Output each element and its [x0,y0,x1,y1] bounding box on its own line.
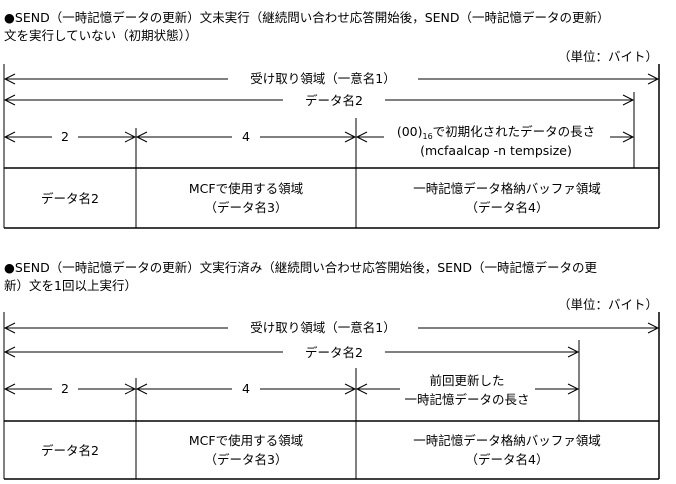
data2-arrow: データ名2 [3,93,635,108]
diagram-title-line2: 新）文を1回以上実行） [4,278,137,293]
diagram-initial-state: ●SEND（一時記憶データの更新）文未実行（継続問い合わせ応答開始後，SEND（… [3,10,660,229]
cell-data2: データ名2 [41,191,99,206]
previous-update-label: 前回更新した [429,373,504,388]
length-arrow-2: 2 [3,129,137,144]
length-arrow-4: 4 [135,381,357,396]
tempsize-option-label: (mcfaalcap -n tempsize) [420,143,572,158]
length-arrow-previous-update: 前回更新した 一時記憶データの長さ [355,373,580,407]
length-arrow-2: 2 [3,381,137,396]
cell-temp-buffer: 一時記憶データ格納バッファ領域 [413,181,601,196]
unit-label: （単位：バイト） [558,297,658,312]
cell-data4: （データ名4） [466,200,549,215]
initialized-data-length-label: (00)16で初期化されたデータの長さ [397,124,595,141]
receive-area-arrow: 受け取り領域（一意名1） [3,71,660,86]
length-2-label: 2 [61,129,69,144]
length-2-label: 2 [61,381,69,396]
length-4-label: 4 [242,129,250,144]
diagram-executed-state: ●SEND（一時記憶データの更新）文実行済み（継続問い合わせ応答開始後，SEND… [3,260,660,480]
cell-data2: データ名2 [41,443,99,458]
unit-label: （単位：バイト） [558,49,658,64]
cell-mcf-area: MCFで使用する領域 [189,181,303,196]
length-arrow-initialized-data: (00)16で初期化されたデータの長さ (mcfaalcap -n tempsi… [355,124,635,158]
diagram-title-line2: 文を実行していない（初期状態）） [4,28,197,43]
cell-temp-buffer: 一時記憶データ格納バッファ領域 [413,433,601,448]
data2-label: データ名2 [305,93,363,108]
length-4-label: 4 [242,381,250,396]
cell-data4: （データ名4） [466,452,549,467]
receive-area-label: 受け取り領域（一意名1） [250,320,395,335]
data2-arrow: データ名2 [3,345,580,360]
cell-mcf-area: MCFで使用する領域 [189,433,303,448]
receive-area-arrow: 受け取り領域（一意名1） [3,320,660,335]
temp-data-length-label: 一時記憶データの長さ [404,392,529,407]
data2-label: データ名2 [305,345,363,360]
diagram-title-line1: ●SEND（一時記憶データの更新）文未実行（継続問い合わせ応答開始後，SEND（… [4,10,610,25]
cell-data3: （データ名3） [205,452,288,467]
length-arrow-4: 4 [135,129,357,144]
receive-area-label: 受け取り領域（一意名1） [250,71,395,86]
diagram-title-line1: ●SEND（一時記憶データの更新）文実行済み（継続問い合わせ応答開始後，SEND… [4,260,598,275]
cell-data3: （データ名3） [205,200,288,215]
